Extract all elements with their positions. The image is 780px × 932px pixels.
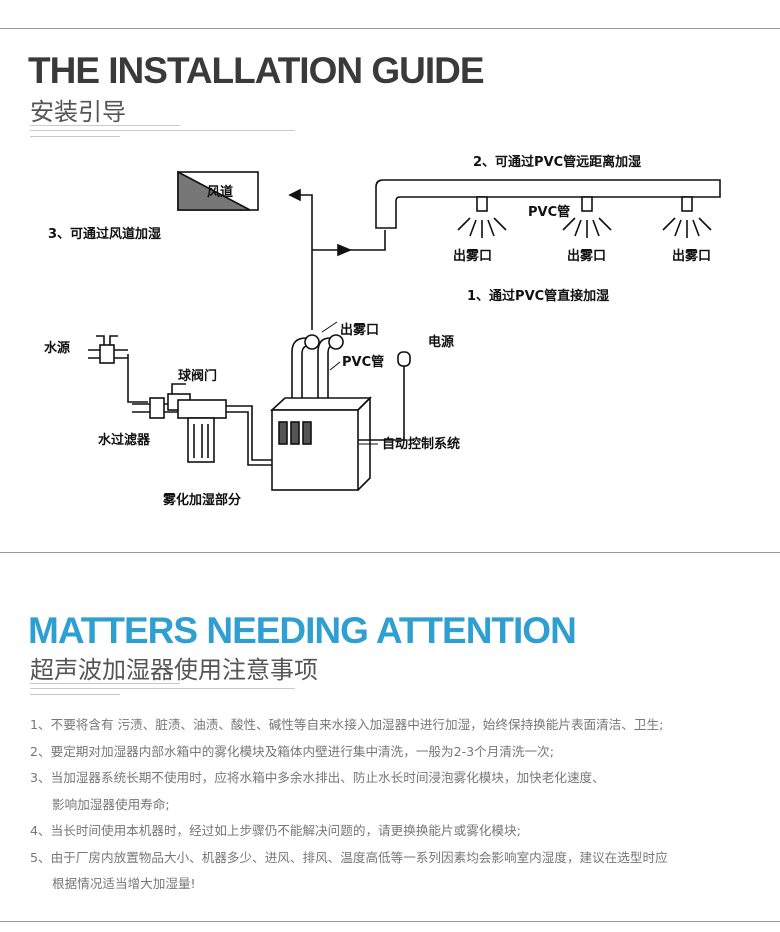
note-text: 5、由于厂房内放置物品大小、机器多少、进风、排风、温度高低等一系列因素均会影响室… — [30, 849, 668, 865]
label-duct: 风道 — [207, 184, 233, 200]
nozzle-3 — [662, 196, 712, 238]
list-item: 5、由于厂房内放置物品大小、机器多少、进风、排风、温度高低等一系列因素均会影响室… — [30, 845, 770, 898]
inlet-pipe — [226, 405, 272, 466]
label-direct-pvc: 1、通过PVC管直接加湿 — [467, 288, 609, 304]
note-text: 2、要定期对加湿器内部水箱中的雾化模块及箱体内壁进行集中清洗，一般为2-3个月清… — [30, 743, 554, 759]
leader-pvc — [329, 361, 341, 371]
note-text: 3、当加湿器系统长期不使用时，应将水箱中多余水排出、防止水长时间浸泡雾化模块，加… — [30, 770, 605, 785]
fine-text-line — [30, 688, 295, 689]
installation-diagram: 风道 3、可通过风道加湿 2、可通过PVC管远距离加湿 PVC管 出雾口 出雾口… — [44, 154, 721, 508]
attention-list: 1、不要将含有 污渍、脏渍、油渍、酸性、碱性等自来水接入加湿器中进行加湿，始终保… — [30, 712, 770, 898]
nozzle-2 — [562, 196, 612, 238]
water-tap-icon — [88, 335, 148, 403]
label-control-system: 自动控制系统 — [382, 436, 460, 452]
note-continuation: 根据情况适当增大加湿量! — [52, 876, 196, 891]
installation-title: THE INSTALLATION GUIDE — [28, 50, 485, 91]
long-pvc-pipe — [375, 179, 721, 229]
attention-title: MATTERS NEEDING ATTENTION — [28, 610, 577, 651]
label-mist-outlet-1: 出雾口 — [453, 248, 492, 264]
list-item: 2、要定期对加湿器内部水箱中的雾化模块及箱体内壁进行集中清洗，一般为2-3个月清… — [30, 739, 770, 766]
nozzle-1 — [457, 196, 507, 238]
fine-text-line — [30, 136, 120, 137]
label-mist-outlet-3: 出雾口 — [672, 248, 711, 264]
duct-feed-pipe — [300, 194, 313, 330]
list-item: 4、当长时间使用本机器时，经过如上步骤仍不能解决问题的，请更换换能片或雾化模块; — [30, 818, 770, 845]
fine-text-line — [30, 694, 120, 695]
note-continuation: 影响加湿器使用寿命; — [52, 796, 170, 812]
label-via-duct: 3、可通过风道加湿 — [48, 226, 161, 242]
duct-box — [177, 170, 259, 211]
pvc-branch-pipe — [312, 230, 386, 251]
top-divider — [0, 28, 780, 29]
pvc-branch-arrow-icon — [337, 243, 353, 257]
label-water-source: 水源 — [44, 340, 70, 356]
label-mist-outlet-2: 出雾口 — [567, 248, 606, 264]
leader-mist — [321, 321, 338, 333]
fine-text-line — [30, 683, 180, 684]
fine-text-line — [30, 130, 295, 131]
list-item: 3、当加湿器系统长期不使用时，应将水箱中多余水排出、防止水长时间浸泡雾化模块，加… — [30, 765, 770, 818]
mist-outlet-pipes — [291, 334, 344, 398]
label-pvc-unit: PVC管 — [342, 354, 384, 370]
water-filter-icon — [177, 399, 227, 463]
label-power: 电源 — [428, 334, 454, 350]
installation-subtitle: 安装引导 — [30, 98, 126, 126]
note-text: 1、不要将含有 污渍、脏渍、油渍、酸性、碱性等自来水接入加湿器中进行加湿，始终保… — [30, 717, 664, 732]
label-mist-outlet-unit: 出雾口 — [340, 322, 379, 338]
label-ball-valve: 球阀门 — [178, 368, 217, 384]
note-text: 4、当长时间使用本机器时，经过如上步骤仍不能解决问题的，请更换换能片或雾化模块; — [30, 823, 521, 838]
fine-text-line — [30, 125, 180, 126]
label-water-filter: 水过滤器 — [98, 432, 151, 448]
list-item: 1、不要将含有 污渍、脏渍、油渍、酸性、碱性等自来水接入加湿器中进行加湿，始终保… — [30, 712, 770, 739]
label-atomizing-part: 雾化加湿部分 — [162, 492, 241, 508]
bottom-divider — [0, 921, 780, 922]
label-pvc-top: PVC管 — [528, 204, 570, 220]
humidifier-unit — [269, 396, 372, 491]
label-via-pvc-far: 2、可通过PVC管远距离加湿 — [473, 154, 641, 170]
middle-divider — [0, 552, 780, 553]
power-plug-icon — [358, 351, 411, 441]
duct-arrow-icon — [288, 188, 301, 202]
attention-subtitle: 超声波加湿器使用注意事项 — [30, 656, 318, 684]
